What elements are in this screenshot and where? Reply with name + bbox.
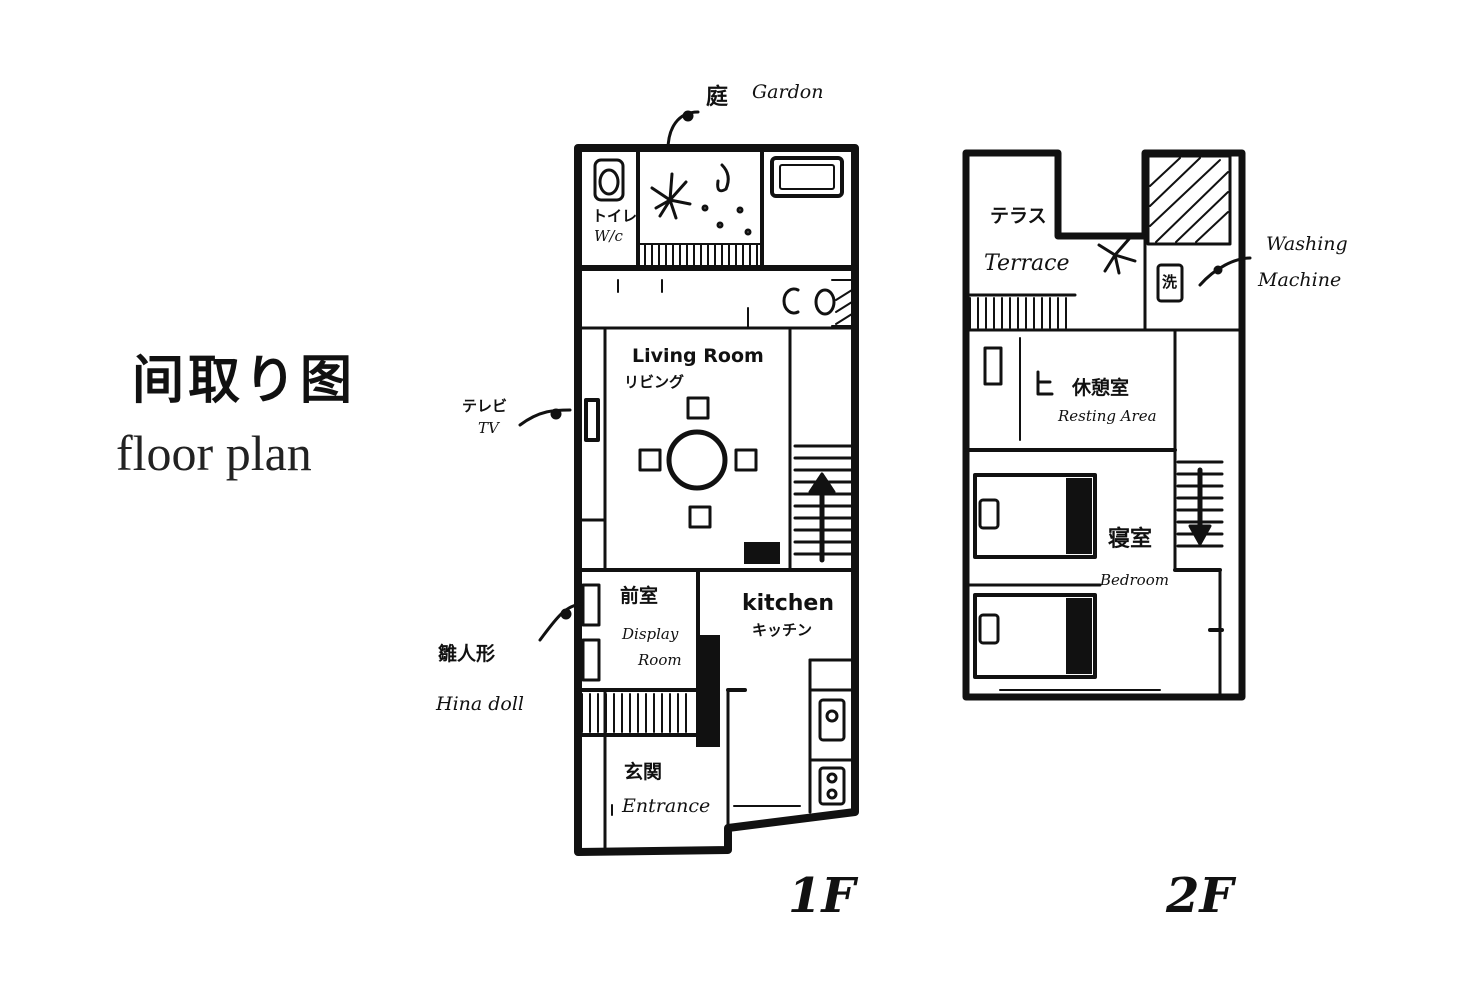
- bath-icon: [770, 156, 844, 198]
- hina-leader: [538, 602, 584, 642]
- bedroom-label-en: Bedroom: [1100, 571, 1169, 589]
- dining-table-icon: [638, 396, 758, 529]
- kitchen-label-jp: キッチン: [752, 621, 813, 639]
- tv-icon: [584, 398, 600, 442]
- display-room-label-en2: Room: [638, 651, 682, 669]
- terrace-label-en: Terrace: [984, 251, 1070, 276]
- garden-label-en: Gardon: [752, 81, 824, 103]
- first-floor-walls: [575, 148, 858, 854]
- garden-fence: [639, 243, 761, 267]
- counter-block: [744, 542, 780, 564]
- bedroom-label-jp: 寝室: [1108, 527, 1153, 552]
- entrance-label-en: Entrance: [622, 795, 711, 817]
- terrace-railing: [969, 297, 1067, 329]
- washing-machine-icon: [1156, 263, 1184, 303]
- garden-leader: [666, 110, 700, 152]
- display-room-label-jp: 前室: [620, 585, 659, 607]
- tv-label-en: TV: [478, 419, 499, 437]
- first-floor-stairs: [793, 444, 854, 563]
- garden-plants: [650, 163, 752, 236]
- tv-leader: [518, 408, 572, 427]
- entrance-step: [581, 693, 687, 733]
- entrance-label-jp: 玄関: [624, 761, 663, 783]
- partition-wall: [696, 635, 720, 747]
- second-floor-outline: [962, 149, 1246, 701]
- second-floor-label: 2F: [1166, 868, 1234, 924]
- kitchen-appliances: [818, 698, 846, 806]
- toilet-label-en: W/c: [594, 227, 623, 245]
- terrace-label-jp: テラス: [990, 205, 1047, 227]
- resting-furniture: [983, 346, 1054, 396]
- hina-doll-label-jp: 雛人形: [438, 643, 496, 665]
- bed-upper: [973, 473, 1097, 559]
- tv-label-jp: テレビ: [462, 397, 508, 415]
- hina-doll-stand: [581, 583, 601, 682]
- skylight-hatch: [1146, 154, 1232, 246]
- toilet-icon: [593, 158, 625, 202]
- garden-label-jp: 庭: [706, 85, 729, 110]
- kitchen-label-en: kitchen: [742, 591, 834, 616]
- living-room-label-en: Living Room: [632, 345, 764, 367]
- resting-area-label-jp: 休憩室: [1072, 377, 1130, 399]
- washer-mark: 洗: [1162, 273, 1178, 291]
- title-english: floor plan: [116, 425, 312, 481]
- second-floor-walls: [964, 234, 1244, 699]
- washing-leader: [1198, 256, 1252, 287]
- bed-lower: [973, 593, 1097, 679]
- sink-icon: [782, 279, 853, 327]
- toilet-label-jp: トイレ: [592, 207, 638, 225]
- first-floor-label: 1F: [788, 868, 856, 924]
- resting-area-label-en: Resting Area: [1058, 407, 1157, 425]
- hina-doll-label-en: Hina doll: [436, 693, 525, 715]
- terrace-plants: [1097, 237, 1137, 275]
- second-floor-stairs: [1176, 460, 1224, 548]
- display-room-label-en1: Display: [622, 625, 679, 643]
- washing-machine-label-1: Washing: [1266, 233, 1348, 255]
- title-japanese: 间取り图: [132, 350, 357, 411]
- living-room-label-jp: リビング: [624, 373, 685, 391]
- washing-machine-label-2: Machine: [1258, 269, 1342, 291]
